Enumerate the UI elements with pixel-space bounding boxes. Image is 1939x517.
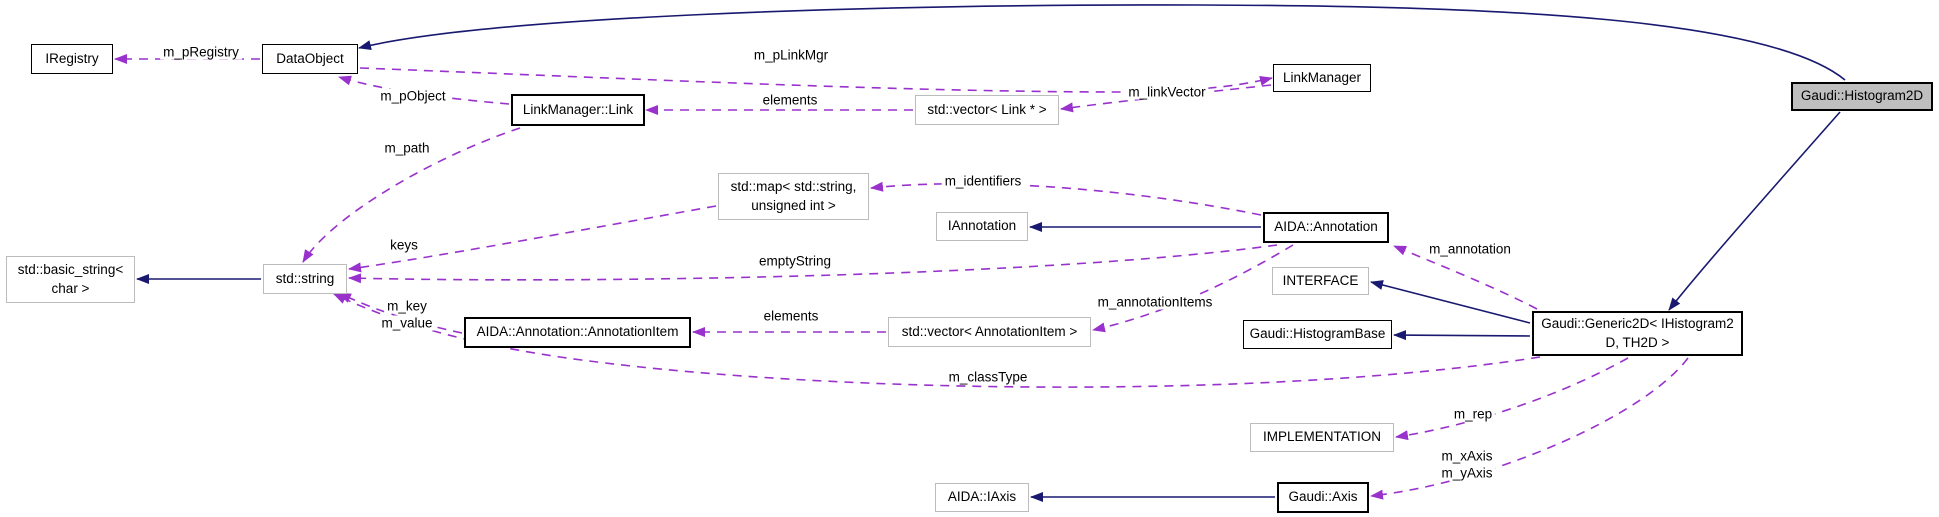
node-dataobject[interactable]: DataObject bbox=[262, 44, 358, 74]
edge-inherit-histogram2d-dataobject bbox=[358, 4, 1846, 81]
edge-label-m-value: m_value bbox=[378, 315, 436, 331]
edge-label-elements-bottom: elements bbox=[760, 308, 822, 324]
edge-label-m-yaxis: m_yAxis bbox=[1438, 465, 1496, 481]
edge-label-m-annotation: m_annotation bbox=[1426, 241, 1514, 257]
edge-label-m-xaxis: m_xAxis bbox=[1438, 448, 1496, 464]
edge-label-elements-top: elements bbox=[759, 92, 821, 108]
node-iregistry[interactable]: IRegistry bbox=[31, 44, 113, 74]
node-implementation: IMPLEMENTATION bbox=[1250, 423, 1394, 452]
edge-m-pobject bbox=[338, 75, 510, 105]
edge-inherit-generic2d-interface bbox=[1370, 280, 1531, 324]
edge-m-annotation bbox=[1393, 245, 1538, 310]
edge-inherit-histogram2d-generic2d bbox=[1668, 111, 1841, 311]
edge-label-m-rep: m_rep bbox=[1450, 406, 1496, 422]
edge-m-path bbox=[302, 127, 521, 263]
edge-label-m-annotationitems: m_annotationItems bbox=[1094, 294, 1216, 310]
edge-m-classtype bbox=[333, 293, 1541, 388]
edge-m-rep bbox=[1395, 357, 1629, 441]
edge-label-m-path: m_path bbox=[381, 140, 433, 156]
node-std-vector-link: std::vector< Link * > bbox=[915, 95, 1059, 125]
node-gaudi-generic2d[interactable]: Gaudi::Generic2D< IHistogram2 D, TH2D > bbox=[1532, 311, 1743, 356]
node-iannotation: IAnnotation bbox=[936, 212, 1028, 241]
edge-m-plinkmgr bbox=[359, 67, 1273, 93]
edge-label-m-linkvector: m_linkVector bbox=[1125, 84, 1209, 100]
edge-inherit-generic2d-histogrambase bbox=[1393, 330, 1531, 341]
edge-label-emptystring: emptyString bbox=[755, 253, 835, 269]
edge-label-m-key: m_key bbox=[384, 298, 430, 314]
edge-label-m-plinkmgr: m_pLinkMgr bbox=[750, 47, 832, 63]
node-linkmanager[interactable]: LinkManager bbox=[1273, 64, 1371, 92]
edge-label-keys: keys bbox=[387, 237, 421, 253]
node-gaudi-histogrambase[interactable]: Gaudi::HistogramBase bbox=[1243, 320, 1392, 349]
edge-keys bbox=[348, 205, 717, 273]
node-linkmanager-link[interactable]: LinkManager::Link bbox=[511, 94, 645, 126]
node-std-map: std::map< std::string, unsigned int > bbox=[718, 173, 869, 220]
node-aida-iaxis: AIDA::IAxis bbox=[935, 483, 1029, 512]
edge-label-m-pregistry: m_pRegistry bbox=[160, 44, 242, 60]
edge-label-m-pobject: m_pObject bbox=[377, 88, 449, 104]
node-gaudi-histogram2d: Gaudi::Histogram2D bbox=[1791, 82, 1933, 111]
node-std-vector-annotationitem: std::vector< AnnotationItem > bbox=[888, 317, 1091, 347]
edge-label-m-classtype: m_classType bbox=[945, 369, 1031, 385]
node-gaudi-axis[interactable]: Gaudi::Axis bbox=[1277, 482, 1369, 513]
edge-emptystring bbox=[348, 244, 1278, 284]
node-aida-annotationitem[interactable]: AIDA::Annotation::AnnotationItem bbox=[464, 317, 691, 348]
node-interface: INTERFACE bbox=[1272, 267, 1369, 295]
edge-m-key-value bbox=[338, 292, 463, 334]
node-std-string: std::string bbox=[263, 264, 347, 294]
edge-m-annotationitems bbox=[1092, 244, 1294, 333]
edge-label-m-identifiers: m_identifiers bbox=[941, 173, 1025, 189]
edge-m-x-y-axis bbox=[1370, 357, 1689, 500]
node-std-basic-string: std::basic_string< char > bbox=[6, 256, 135, 303]
node-aida-annotation[interactable]: AIDA::Annotation bbox=[1263, 212, 1389, 243]
edge-m-identifiers bbox=[870, 181, 1262, 216]
